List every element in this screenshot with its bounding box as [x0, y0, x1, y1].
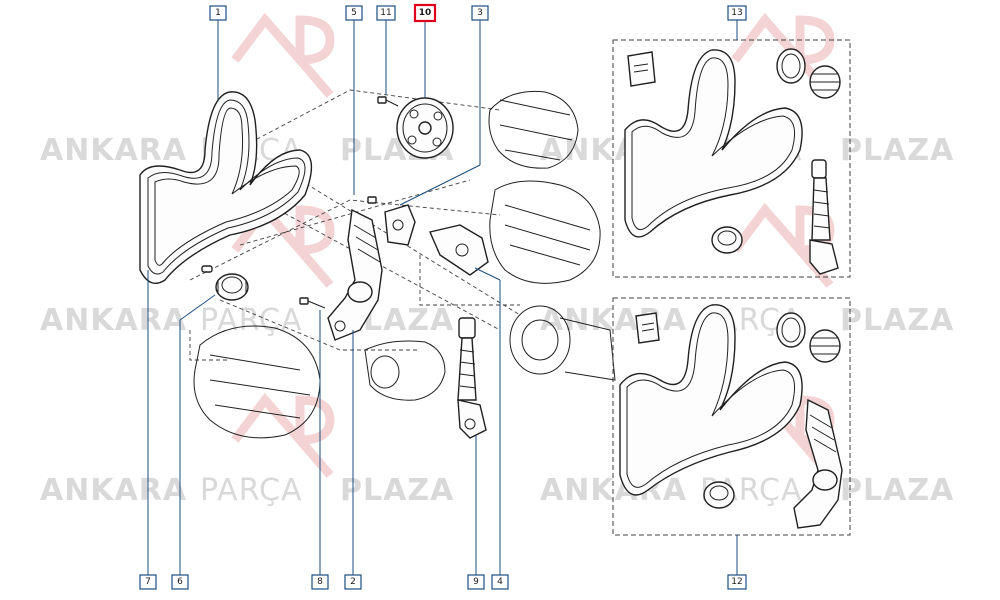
watermark-row-3-right: ANKARA PARÇA PLAZA [540, 473, 954, 508]
kit-12-box[interactable] [612, 297, 851, 536]
callout-12-label: 12 [731, 577, 742, 587]
watermark-word-ankara: ANKARA [540, 303, 687, 338]
watermark-word-parca: PARÇA [200, 473, 303, 508]
watermark-row-2-left: ANKARA PARÇA PLAZA [40, 303, 453, 338]
watermark-word-plaza: PLAZA [340, 473, 454, 508]
kit-13-idler [711, 226, 743, 254]
watermark-word-ankara: ANKARA [40, 303, 187, 338]
alternator-sketch [489, 180, 601, 284]
watermark-row-3-left: ANKARA PARÇA PLAZA [40, 473, 454, 508]
tensioner-arm-2[interactable] [327, 208, 383, 341]
ac-compressor-sketch [193, 325, 321, 439]
kit-12-belt [619, 304, 803, 496]
callout-4[interactable]: 4 [491, 574, 509, 590]
tensioner-bracket-5[interactable] [367, 196, 416, 246]
water-pump-sketch [364, 340, 446, 401]
callout-2[interactable]: 2 [344, 574, 362, 590]
callout-6-label: 6 [177, 577, 183, 587]
callout-10-selected[interactable]: 10 [413, 3, 437, 23]
callout-13[interactable]: 13 [727, 5, 747, 21]
callout-7[interactable]: 7 [139, 574, 157, 590]
callout-7-label: 7 [145, 577, 151, 587]
main-serpentine-belt[interactable] [139, 91, 313, 284]
callout-1[interactable]: 1 [209, 5, 227, 21]
callout-13-label: 13 [731, 8, 742, 18]
kit-13-damper [809, 159, 839, 275]
power-steering-pump-sketch [488, 90, 579, 169]
watermark-row-2-right: ANKARA PARÇA PLAZA [540, 303, 954, 338]
watermark-word-ankara: ANKARA [40, 473, 187, 508]
callout-9[interactable]: 9 [467, 574, 485, 590]
callout-10-label: 10 [419, 8, 432, 18]
bracket-4[interactable] [429, 224, 489, 276]
callout-6[interactable]: 6 [171, 574, 189, 590]
watermark-word-ankara: ANKARA [40, 133, 187, 168]
kit-12-idler [703, 481, 735, 509]
kit-12-tensioner-arm [793, 398, 843, 529]
kit-12-pulley [809, 329, 841, 363]
callout-12[interactable]: 12 [727, 574, 747, 590]
pulley-10[interactable] [396, 97, 454, 159]
kit-12-ring [776, 312, 806, 348]
callout-3[interactable]: 3 [471, 5, 489, 21]
watermark-word-parca: PARÇA [200, 303, 303, 338]
callout-8[interactable]: 8 [311, 574, 329, 590]
callout-3-label: 3 [477, 8, 483, 18]
callout-11[interactable]: 11 [376, 5, 396, 21]
callout-5[interactable]: 5 [345, 5, 363, 21]
callout-9-label: 9 [473, 577, 479, 587]
kit-12-manual-icon [635, 312, 660, 344]
kit-13-pulley [809, 65, 841, 99]
callout-11-label: 11 [380, 8, 391, 18]
kit-13-box[interactable] [612, 39, 851, 278]
callout-4-label: 4 [497, 577, 503, 587]
callout-2-label: 2 [350, 577, 356, 587]
kit-13-ring [776, 48, 806, 84]
callout-1-label: 1 [215, 8, 221, 18]
callout-8-label: 8 [317, 577, 323, 587]
kit-13-manual-icon [627, 51, 656, 87]
watermark-word-plaza: PLAZA [840, 133, 954, 168]
callout-5-label: 5 [351, 8, 357, 18]
bolt-8[interactable] [299, 297, 326, 309]
watermark-word-plaza: PLAZA [840, 303, 954, 338]
kit-13-belt [624, 49, 803, 238]
bolt-11[interactable] [377, 96, 399, 107]
leader-lines [147, 20, 738, 575]
idler-pulley-6[interactable] [201, 265, 249, 301]
damper-9[interactable] [457, 317, 487, 439]
watermark-word-plaza: PLAZA [840, 473, 954, 508]
